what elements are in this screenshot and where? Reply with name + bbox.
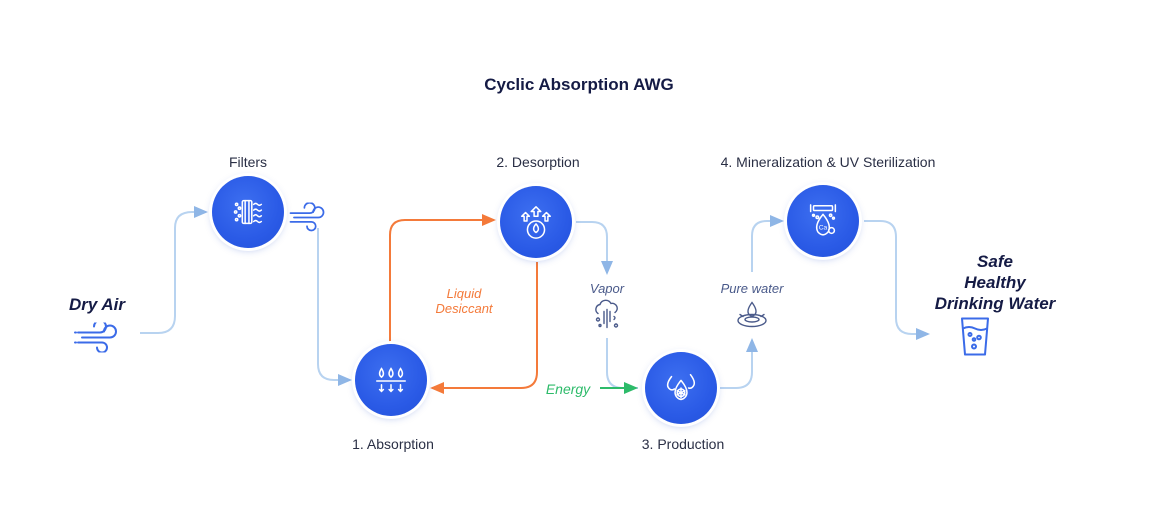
filter-icon <box>233 199 263 225</box>
output-line-1: Safe <box>977 252 1013 271</box>
liquid-desiccant-line2: Desiccant <box>435 301 493 316</box>
connector-desorption-absorption <box>430 262 538 394</box>
connector-vapor-production <box>606 338 638 389</box>
output-line-2: Healthy <box>964 273 1026 292</box>
stage-node-filters[interactable] <box>212 176 284 248</box>
connector-production-purewater <box>719 338 758 389</box>
connector-desorption-vapor <box>576 221 613 275</box>
liquid-desiccant-line1: Liquid <box>446 286 482 301</box>
vapor-cloud-icon <box>592 299 622 337</box>
connector-absorption-desorption <box>389 214 496 344</box>
stage-label-absorption: 1. Absorption <box>352 436 434 452</box>
dry-air-label: Dry Air <box>68 295 126 314</box>
connector-mineralization-output <box>864 220 930 340</box>
uv-mineral-drop-icon: Ca <box>809 204 837 236</box>
desorption-arrows-drop-icon <box>520 206 552 239</box>
stage-label-production: 3. Production <box>641 436 725 452</box>
water-glass-icon <box>959 316 991 363</box>
vapor-label: Vapor <box>589 281 625 296</box>
liquid-desiccant-label: Liquid Desiccant <box>435 286 492 316</box>
stage-label-filters: Filters <box>228 154 268 170</box>
stage-node-desorption[interactable] <box>500 186 572 258</box>
filtered-air-wind-icon <box>287 201 327 238</box>
connector-filters-absorption <box>317 228 352 386</box>
stage-label-desorption: 2. Desorption <box>496 154 580 170</box>
pure-water-label: Pure water <box>720 281 784 296</box>
svg-text:Ca: Ca <box>819 225 828 232</box>
stage-node-production[interactable] <box>645 352 717 424</box>
energy-label: Energy <box>545 381 591 397</box>
absorption-droplets-icon <box>375 367 407 393</box>
connector-purewater-mineralization <box>751 215 784 272</box>
diagram-title: Cyclic Absorption AWG <box>484 75 674 94</box>
water-drops-snowflake-icon <box>666 373 696 401</box>
output-label: Safe Healthy Drinking Water <box>935 251 1056 314</box>
connector-dryair-filters <box>140 206 208 334</box>
stage-node-mineralization[interactable]: Ca <box>787 185 859 257</box>
water-drop-ripple-icon <box>735 301 769 336</box>
stage-label-mineralization: 4. Mineralization & UV Sterilization <box>720 154 936 170</box>
stage-node-absorption[interactable] <box>355 344 427 416</box>
wind-icon <box>74 319 120 358</box>
output-line-3: Drinking Water <box>934 294 1056 313</box>
